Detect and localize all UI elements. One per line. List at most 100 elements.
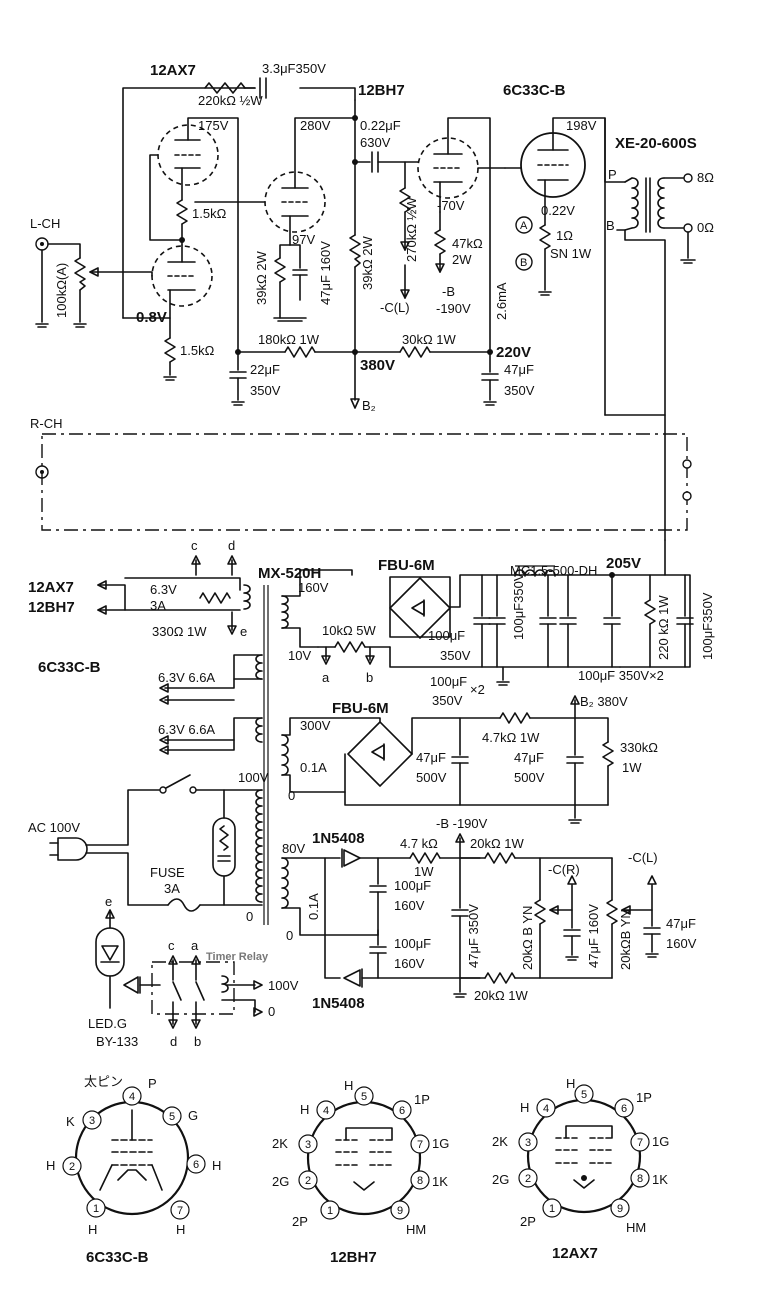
pin-12bh7-label-1k: 1K [432, 1174, 448, 1189]
label-b2: B₂ [362, 398, 376, 413]
led-indicator [95, 927, 125, 977]
volt-380: 380V [360, 357, 395, 374]
capacitor-22u: 22μF [250, 362, 280, 377]
pin-6c33c-7 [170, 1200, 190, 1220]
tube-6c33c-label: 6C33C-B [503, 82, 566, 99]
pinout-6c33c-title: 6C33C-B [86, 1249, 149, 1266]
tube-12bh7-label: 12BH7 [358, 82, 405, 99]
pin-6c33c-label-h6: H [212, 1158, 221, 1173]
test-point-b[interactable] [515, 253, 533, 271]
pin-12ax7-3-num: 3 [525, 1137, 531, 1149]
capacitor-47u-a: 47μF [416, 750, 446, 765]
heater-12ax7: 12AX7 [28, 579, 74, 596]
label-a-top: a [322, 670, 330, 685]
pin-12bh7-8 [410, 1170, 430, 1190]
winding-10v: 10V [288, 648, 311, 663]
capacitor-22u-volt: 350V [250, 383, 281, 398]
volt-175: 175V [198, 118, 229, 133]
resistor-4-7k-b: 4.7 kΩ [400, 836, 438, 851]
pin-12bh7-label-2k: 2K [272, 1136, 288, 1151]
pin-6c33c-label-h7: H [176, 1222, 185, 1237]
pin-12bh7-3-num: 3 [305, 1139, 311, 1151]
output-0ohm-terminal[interactable] [683, 223, 693, 233]
pin-12bh7-4-num: 4 [323, 1105, 329, 1117]
heater-12bh7: 12BH7 [28, 599, 75, 616]
pin-6c33c-6 [186, 1154, 206, 1174]
tube-12ax7-label: 12AX7 [150, 62, 196, 79]
pin-6c33c-2 [62, 1156, 82, 1176]
pin-12ax7-3 [518, 1132, 538, 1152]
resistor-39k-cathode: 39kΩ 2W [254, 250, 269, 305]
fuse-amp: 3A [164, 881, 180, 896]
input-r-label: R-CH [30, 416, 63, 431]
pin-12ax7-label-1g: 1G [652, 1134, 669, 1149]
label-cl-amp: -C(L) [380, 300, 410, 315]
led-part: BY-133 [96, 1034, 138, 1049]
heater-6c33c: 6C33C-B [38, 659, 101, 676]
resistor-20k-a: 20kΩ 1W [470, 836, 525, 851]
pin-12ax7-label-2p: 2P [520, 1214, 536, 1229]
relay-0: 0 [268, 1004, 275, 1019]
label-neg-b: -B [442, 284, 455, 299]
ac-input-label: AC 100V [28, 820, 80, 835]
ac-plug[interactable] [57, 837, 88, 861]
heater-volt: 6.3V [150, 582, 177, 597]
volt-minus-70: -70V [437, 198, 465, 213]
capacitor-47u-e-volt: 160V [666, 936, 697, 951]
pin-12bh7-3 [298, 1134, 318, 1154]
choke-label: MC1.5-500-DH [510, 563, 597, 578]
pin-6c33c-2-num: 2 [69, 1161, 75, 1173]
label-d-top: d [228, 538, 235, 553]
winding-0-a: 0 [288, 788, 295, 803]
resistor-47k-watt: 2W [452, 252, 472, 267]
capacitor-100u-a: 100μF [428, 628, 465, 643]
pin-6c33c-7-num: 7 [177, 1205, 183, 1217]
pin-12ax7-4-num: 4 [543, 1103, 549, 1115]
timer-relay-label: Timer Relay [206, 951, 269, 963]
resistor-1-5k-upper: 1.5kΩ [192, 206, 227, 221]
power-switch[interactable] [159, 786, 167, 794]
pin-6c33c-3-num: 3 [89, 1115, 95, 1127]
capacitor-100u-d: 100μF 350V×2 [578, 668, 664, 683]
pin-12bh7-label-h5: H [344, 1078, 353, 1093]
pin-6c33c-1-num: 1 [93, 1203, 99, 1215]
capacitor-47u-e: 47μF [666, 916, 696, 931]
volt-205: 205V [606, 555, 641, 572]
diode-2-label: 1N5408 [312, 995, 365, 1012]
pinout-6c33c: 太ピン 4 3 5 2 6 1 7 P K G H H H H 6C33C-B [46, 1074, 221, 1266]
pin-6c33c-5 [162, 1106, 182, 1126]
resistor-330k-watt: 1W [622, 760, 642, 775]
resistor-39k-plate: 39kΩ 2W [360, 235, 375, 290]
pin-12ax7-label-hm: HM [626, 1220, 646, 1235]
volume-label: 100kΩ(A) [54, 263, 69, 318]
capacitor-bank-1 [473, 574, 694, 686]
resistor-4-7k-b2: 4.7kΩ 1W [482, 730, 540, 745]
resistor-47k: 47kΩ [452, 236, 483, 251]
pin-12bh7-4 [316, 1100, 336, 1120]
output-8ohm-terminal[interactable] [683, 173, 693, 183]
test-point-a[interactable] [515, 216, 533, 234]
label-d-bottom: d [170, 1034, 177, 1049]
pin-6c33c-4 [122, 1086, 142, 1106]
pin-12ax7-8-num: 8 [637, 1173, 643, 1185]
pin-6c33c-label-h2: H [46, 1158, 55, 1173]
bridge-1-label: FBU-6M [378, 557, 435, 574]
pin-12ax7-2 [518, 1168, 538, 1188]
capacitor-100u-f: 100μF [394, 878, 431, 893]
pin-6c33c-3 [82, 1110, 102, 1130]
power-supply-section: 12AX7 12BH7 6.3V 3A 330Ω 1W c d e MX-520… [28, 538, 715, 1049]
pin-12ax7-label-h5: H [566, 1076, 575, 1091]
label-e-top: e [240, 624, 247, 639]
output-8ohm: 8Ω [697, 170, 714, 185]
pinout-12ax7-title: 12AX7 [552, 1245, 598, 1262]
test-point-a-label: A [520, 220, 528, 232]
pin-6c33c-label-g: G [188, 1108, 198, 1123]
primary-100v: 100V [238, 770, 269, 785]
pin-12ax7-5-num: 5 [581, 1089, 587, 1101]
pin-6c33c-4-num: 4 [129, 1091, 135, 1103]
winding-01a-b: 0.1A [306, 893, 321, 920]
pin-12bh7-label-h4: H [300, 1102, 309, 1117]
capacitor-47u-b: 47μF [514, 750, 544, 765]
pin-12ax7-7-num: 7 [637, 1137, 643, 1149]
